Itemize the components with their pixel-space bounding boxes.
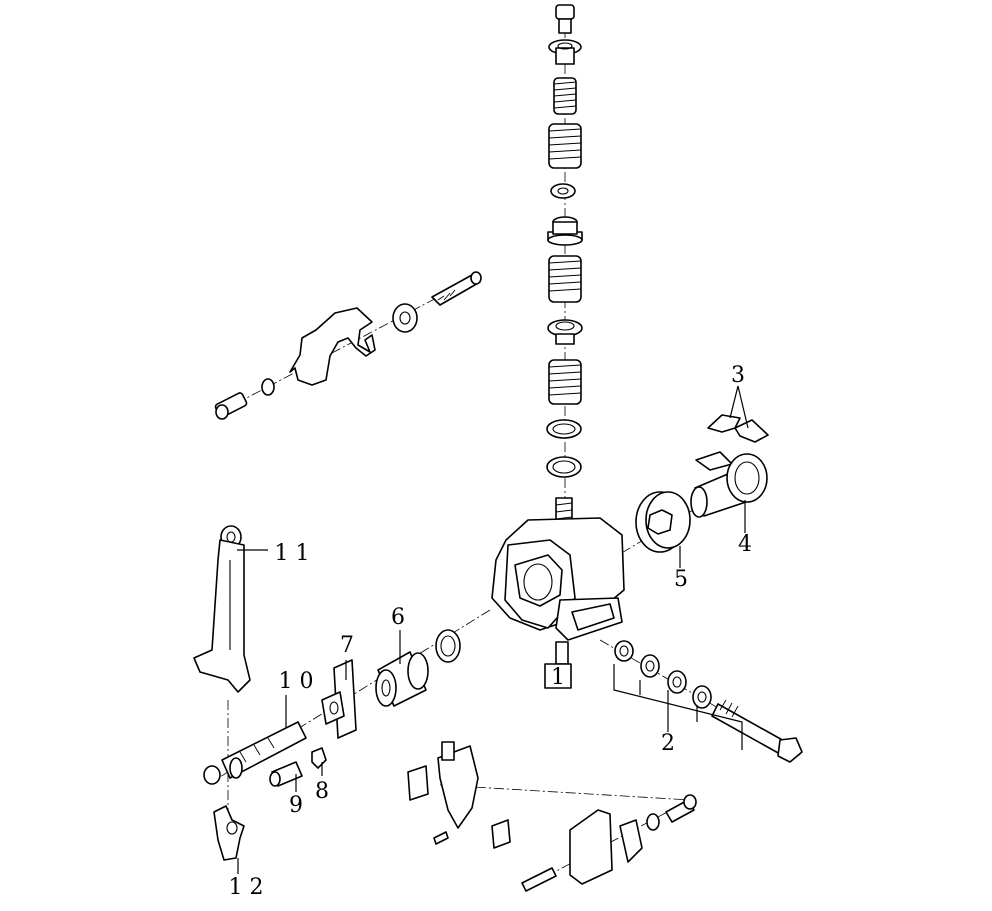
- callout-4: 4: [738, 532, 752, 557]
- shift-lever: [289, 307, 376, 386]
- callout-8: 8: [315, 779, 329, 804]
- upper-lever-assembly: [214, 271, 482, 420]
- small-washer-upper: [550, 183, 576, 199]
- ring-lower: [546, 456, 582, 478]
- callout-6: 6: [391, 605, 405, 630]
- slotted-washer: [635, 491, 691, 553]
- sleeve-snap-ring: [435, 629, 461, 663]
- main-housing: [491, 497, 625, 689]
- spring-upper: [553, 77, 577, 115]
- callout-12: 1 2: [229, 875, 264, 900]
- bracket-plate: [321, 659, 357, 739]
- flanged-bushing: [690, 451, 768, 518]
- sleeve: [375, 651, 429, 707]
- tab-washers: [707, 414, 769, 443]
- callout-10: 1 0: [279, 669, 314, 694]
- ring-upper: [546, 419, 582, 439]
- callout-2: 2: [661, 731, 675, 756]
- top-cap: [548, 39, 582, 65]
- callout-labels: 1 2 3 4 5 6 7 8 9 1 0 1 1 1 2: [229, 363, 753, 900]
- callout-7: 7: [340, 633, 354, 658]
- lower-bracket-assembly: [407, 741, 697, 892]
- shift-rod: [203, 721, 307, 785]
- bolt-washers: [614, 640, 712, 709]
- callout-1: 1: [551, 665, 565, 690]
- lever-washer: [392, 303, 418, 333]
- assembly-axes: [214, 10, 801, 886]
- short-pin: [269, 761, 303, 787]
- shift-fork-long: [193, 525, 251, 693]
- lever-snap-ring: [261, 378, 275, 396]
- callout-9: 9: [289, 793, 303, 818]
- shift-fork-small: [213, 805, 245, 861]
- callout-3: 3: [731, 363, 745, 388]
- leader-lines: [237, 385, 749, 874]
- spring-middle-lower: [548, 255, 582, 303]
- spring-middle-upper: [548, 123, 582, 169]
- lever-bolt: [214, 392, 248, 420]
- detent-pin: [431, 271, 482, 306]
- part-1-label-box: [544, 663, 572, 689]
- spring-seat-lower: [547, 319, 583, 345]
- vertical-spring-stack: [546, 4, 583, 478]
- spring-lower: [548, 359, 582, 405]
- long-bolt: [711, 699, 803, 763]
- top-screw: [555, 4, 575, 34]
- small-clip: [311, 747, 327, 769]
- callout-11: 1 1: [275, 541, 310, 566]
- spring-seat-upper: [547, 216, 583, 246]
- callout-5: 5: [674, 567, 688, 592]
